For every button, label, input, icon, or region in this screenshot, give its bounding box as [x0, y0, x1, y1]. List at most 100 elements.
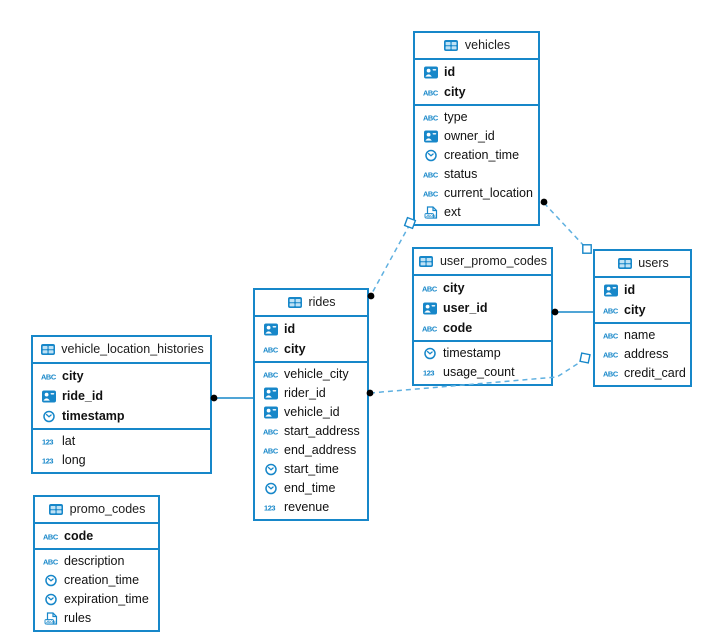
field-row[interactable]: credit_card [595, 364, 690, 383]
primary-key-section: id city [415, 60, 538, 106]
field-row[interactable]: creation_time [415, 146, 538, 165]
field-row[interactable]: city [414, 278, 551, 298]
id-badge-icon [262, 406, 279, 419]
field-name: type [444, 110, 468, 125]
field-row[interactable]: type [415, 108, 538, 127]
field-row[interactable]: start_address [255, 422, 367, 441]
field-row[interactable]: ride_id [33, 386, 210, 406]
field-name: timestamp [62, 408, 125, 423]
table-header[interactable]: users [595, 251, 690, 278]
table-title: vehicle_location_histories [61, 342, 204, 357]
columns-section: description creation_time expiration_tim… [35, 550, 158, 630]
abc-string-icon [422, 111, 439, 124]
field-row[interactable]: ext [415, 203, 538, 222]
table-vehicles[interactable]: vehicles id city type owner_id c [413, 31, 540, 226]
field-row[interactable]: code [414, 318, 551, 338]
field-row[interactable]: current_location [415, 184, 538, 203]
abc-string-icon [262, 425, 279, 438]
table-title: user_promo_codes [439, 254, 547, 269]
table-header[interactable]: vehicle_location_histories [33, 337, 210, 364]
123-number-icon [40, 454, 57, 467]
abc-string-icon [602, 367, 619, 380]
id-badge-icon [262, 387, 279, 400]
table-users[interactable]: users id city name address credi [593, 249, 692, 387]
field-name: start_time [284, 462, 339, 477]
columns-section: type owner_id creation_time status curre… [415, 106, 538, 224]
table-header[interactable]: user_promo_codes [414, 249, 551, 276]
field-row[interactable]: timestamp [33, 406, 210, 426]
abc-string-icon [40, 370, 57, 383]
field-name: code [443, 320, 473, 335]
field-name: city [62, 368, 84, 383]
field-row[interactable]: usage_count [414, 363, 551, 382]
table-header[interactable]: rides [255, 290, 367, 317]
field-row[interactable]: vehicle_id [255, 403, 367, 422]
field-name: id [624, 282, 636, 297]
clock-icon [422, 149, 439, 162]
clock-icon [262, 482, 279, 495]
table-icon [616, 257, 633, 270]
clock-icon [42, 593, 59, 606]
primary-key-section: city ride_id timestamp [33, 364, 210, 430]
field-row[interactable]: id [255, 319, 367, 339]
field-row[interactable]: id [415, 62, 538, 82]
field-row[interactable]: owner_id [415, 127, 538, 146]
table-user-promo-codes[interactable]: user_promo_codes city user_id code times… [412, 247, 553, 386]
field-row[interactable]: user_id [414, 298, 551, 318]
field-row[interactable]: expiration_time [35, 590, 158, 609]
id-badge-icon [422, 130, 439, 143]
field-row[interactable]: address [595, 345, 690, 364]
table-icon [286, 296, 303, 309]
field-row[interactable]: end_time [255, 479, 367, 498]
abc-string-icon [262, 343, 279, 356]
table-header[interactable]: promo_codes [35, 497, 158, 524]
field-name: credit_card [624, 366, 686, 381]
field-row[interactable]: creation_time [35, 571, 158, 590]
field-name: status [444, 167, 478, 182]
table-promo-codes[interactable]: promo_codes code description creation_ti… [33, 495, 160, 632]
field-row[interactable]: rules [35, 609, 158, 628]
field-row[interactable]: city [595, 300, 690, 320]
relationship-rides-vehicles[interactable] [367, 216, 417, 300]
123-number-icon [421, 366, 438, 379]
123-number-icon [262, 501, 279, 514]
field-name: expiration_time [64, 592, 149, 607]
field-row[interactable]: revenue [255, 498, 367, 517]
field-row[interactable]: description [35, 552, 158, 571]
relationship-users-vehicles[interactable] [540, 198, 592, 254]
table-rides[interactable]: rides id city vehicle_city rider_id [253, 288, 369, 521]
columns-section: name address credit_card [595, 324, 690, 385]
field-row[interactable]: city [33, 366, 210, 386]
table-vehicle-location-histories[interactable]: vehicle_location_histories city ride_id … [31, 335, 212, 474]
abc-string-icon [602, 348, 619, 361]
field-name: usage_count [443, 365, 515, 380]
abc-string-icon [422, 168, 439, 181]
clock-icon [421, 347, 438, 360]
field-row[interactable]: lat [33, 432, 210, 451]
field-row[interactable]: timestamp [414, 344, 551, 363]
field-name: city [624, 302, 646, 317]
relationship-vehicle-location-histories-rides[interactable] [210, 394, 253, 402]
field-row[interactable]: name [595, 326, 690, 345]
field-name: revenue [284, 500, 330, 515]
field-row[interactable]: id [595, 280, 690, 300]
field-row[interactable]: end_address [255, 441, 367, 460]
field-row[interactable]: code [35, 526, 158, 546]
field-row[interactable]: start_time [255, 460, 367, 479]
field-row[interactable]: city [255, 339, 367, 359]
field-name: creation_time [64, 573, 140, 588]
json-document-icon [422, 206, 439, 219]
field-row[interactable]: city [415, 82, 538, 102]
abc-string-icon [602, 329, 619, 342]
abc-string-icon [602, 304, 619, 317]
table-header[interactable]: vehicles [415, 33, 538, 60]
field-row[interactable]: rider_id [255, 384, 367, 403]
id-badge-icon [421, 302, 438, 315]
relationship-user-promo-codes-users[interactable] [551, 308, 593, 316]
id-badge-icon [262, 323, 279, 336]
field-row[interactable]: vehicle_city [255, 365, 367, 384]
field-row[interactable]: long [33, 451, 210, 470]
table-icon [418, 255, 435, 268]
field-row[interactable]: status [415, 165, 538, 184]
